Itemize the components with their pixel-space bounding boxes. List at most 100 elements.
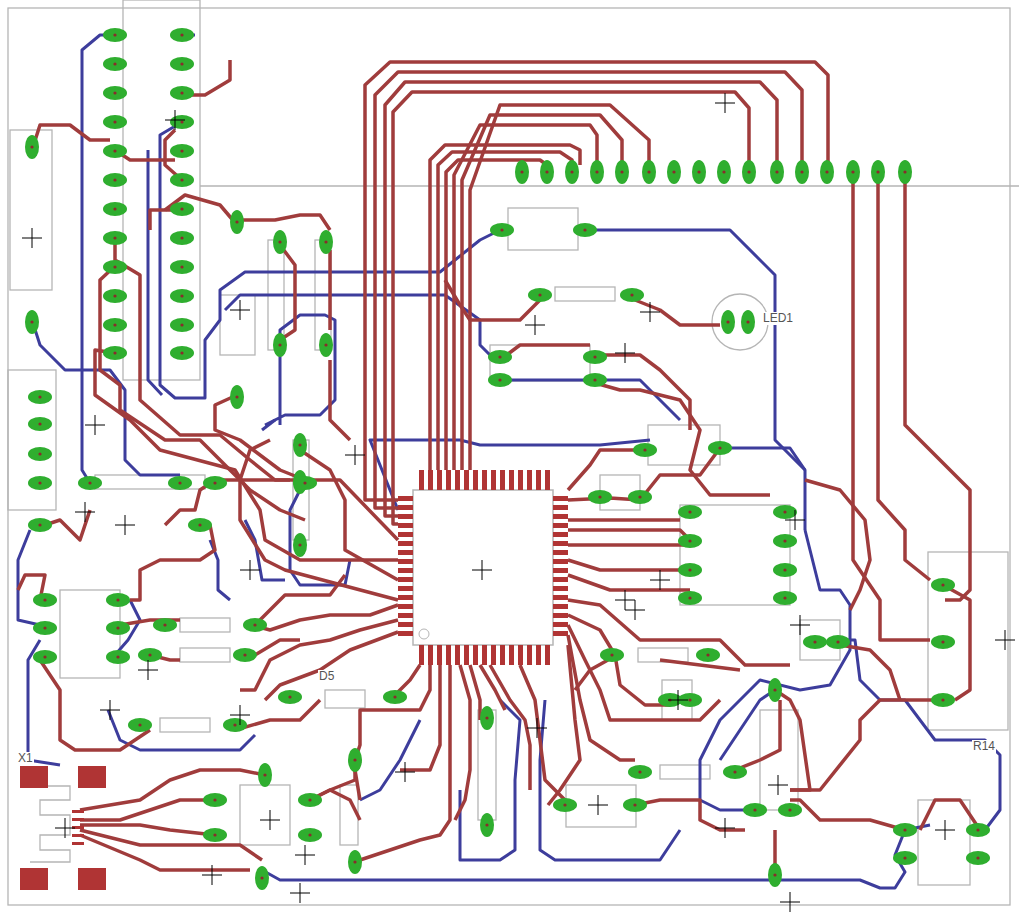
through-hole-pad xyxy=(298,793,322,807)
ic-chip xyxy=(455,645,460,665)
ic-chip xyxy=(437,645,442,665)
through-hole-pad xyxy=(170,260,194,274)
through-hole-pad xyxy=(893,823,917,837)
top-layer-trace xyxy=(115,237,298,480)
origin-cross xyxy=(22,93,1015,912)
origin-cross xyxy=(995,630,1015,650)
ic-chip xyxy=(398,586,413,591)
ic-chip xyxy=(419,470,424,490)
through-hole-pad xyxy=(573,223,597,237)
ic-chip xyxy=(500,470,505,490)
through-hole-pad xyxy=(678,591,702,605)
ic-chip xyxy=(553,631,568,636)
top-layer-trace xyxy=(255,575,345,625)
usb-connector xyxy=(20,766,106,890)
through-hole-pad xyxy=(820,160,834,184)
origin-cross xyxy=(615,343,635,363)
ic-chip xyxy=(464,470,469,490)
through-hole-pad xyxy=(170,202,194,216)
top-layer-trace xyxy=(237,215,330,230)
through-hole-pad xyxy=(28,518,52,532)
ic-chip xyxy=(398,505,413,510)
ic-chip xyxy=(446,645,451,665)
ic-chip xyxy=(398,514,413,519)
ic-chip xyxy=(545,470,550,490)
through-hole-pad xyxy=(293,476,317,490)
top-layer-trace xyxy=(438,152,572,470)
origin-cross xyxy=(75,502,95,522)
bottom-layer-trace xyxy=(32,320,180,475)
ic-chip xyxy=(398,577,413,582)
ic-chip xyxy=(398,559,413,564)
through-hole-pad xyxy=(966,851,990,865)
top-layer-trace xyxy=(568,543,690,547)
ic-chip xyxy=(398,470,568,665)
through-hole-pad xyxy=(153,618,177,632)
through-hole-pad xyxy=(293,433,307,457)
ic-chip xyxy=(553,532,568,537)
part-label: R14 xyxy=(972,740,996,753)
bottom-layer-trace xyxy=(148,150,162,395)
bottom-layer-trace xyxy=(262,420,275,430)
through-hole-pad xyxy=(273,230,287,254)
through-hole-pad xyxy=(383,690,407,704)
through-hole-pad xyxy=(103,173,127,187)
through-hole-pad xyxy=(600,648,624,662)
through-hole-pad xyxy=(628,765,652,779)
top-layer-trace xyxy=(130,525,215,600)
origin-cross xyxy=(165,110,185,130)
through-hole-pad xyxy=(170,28,194,42)
ic-chip xyxy=(482,470,487,490)
usb-connector xyxy=(78,766,106,788)
ic-chip xyxy=(553,604,568,609)
through-hole-pad xyxy=(898,160,912,184)
usb-connector xyxy=(20,868,48,890)
board-outline xyxy=(10,130,52,290)
through-hole-pad xyxy=(773,534,797,548)
bottom-layer-trace xyxy=(290,490,350,585)
origin-cross xyxy=(527,718,547,738)
board-outline xyxy=(340,785,358,845)
top-layer-trace xyxy=(490,665,530,790)
origin-cross xyxy=(290,883,310,903)
board-outline xyxy=(918,800,970,885)
through-hole-pad xyxy=(743,803,767,817)
through-hole-pad xyxy=(741,310,755,334)
top-layer-trace xyxy=(630,298,720,325)
top-layer-trace xyxy=(355,665,430,760)
origin-cross xyxy=(785,510,805,530)
origin-cross xyxy=(85,415,105,435)
ic-chip xyxy=(553,523,568,528)
through-hole-pad xyxy=(642,160,656,184)
origin-cross xyxy=(588,795,608,815)
ic-chip xyxy=(491,645,496,665)
through-hole-pad xyxy=(28,476,52,490)
origin-cross xyxy=(230,300,250,320)
top-layer-trace xyxy=(300,450,398,580)
board-outline xyxy=(712,294,768,350)
through-hole-pad xyxy=(692,160,706,184)
ic-chip xyxy=(536,645,541,665)
top-layer-trace xyxy=(568,518,680,522)
through-hole-pad xyxy=(583,373,607,387)
through-hole-pad xyxy=(826,635,850,649)
usb-connector xyxy=(72,818,84,821)
through-hole-pad xyxy=(103,86,127,100)
through-hole-pad xyxy=(540,160,554,184)
part-label: D5 xyxy=(318,670,335,683)
through-hole-pad xyxy=(28,390,52,404)
board-outline xyxy=(160,718,210,732)
through-hole-pad xyxy=(230,210,244,234)
board-outline xyxy=(555,287,615,301)
origin-cross xyxy=(525,315,545,335)
through-hole-pad xyxy=(170,115,194,129)
through-hole-pad xyxy=(230,385,244,409)
through-hole-pad xyxy=(33,593,57,607)
through-hole-pad xyxy=(78,476,102,490)
through-hole-pad xyxy=(278,690,302,704)
through-hole-pad xyxy=(773,591,797,605)
through-hole-pad xyxy=(678,534,702,548)
through-hole-pad xyxy=(590,160,604,184)
bottom-layer-trace xyxy=(28,640,60,765)
